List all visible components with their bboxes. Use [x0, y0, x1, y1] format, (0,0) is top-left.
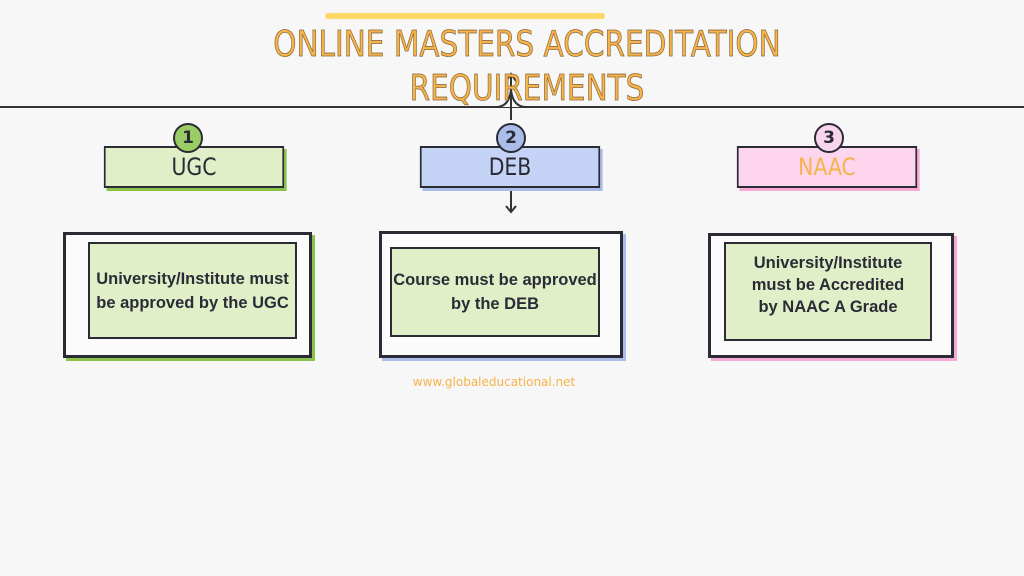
header-label: UGC — [171, 153, 217, 181]
header-label: DEB — [488, 153, 532, 181]
arrow-up-icon — [505, 72, 517, 82]
description-deb: Course must be approved by the DEB — [390, 247, 600, 337]
title-line-1: ONLINE MASTERS ACCREDITATION — [273, 24, 781, 66]
header-naac: NAAC — [736, 146, 918, 188]
title-line-2: REQUIREMENTS — [409, 68, 645, 110]
number-badge-3: 3 — [814, 123, 844, 153]
description-ugc: University/Institute must be approved by… — [88, 242, 297, 339]
title-highlight — [325, 13, 605, 19]
number-badge-1: 1 — [173, 123, 203, 153]
description-naac-text: University/Institute must be Accredited … — [751, 254, 905, 316]
header-label: NAAC — [798, 153, 856, 181]
arrow-down-icon — [505, 205, 517, 214]
website-url[interactable]: www.globaleducational.net — [412, 375, 576, 389]
number-badge-2: 2 — [496, 123, 526, 153]
header-ugc: UGC — [103, 146, 285, 188]
description-naac: University/Institute must be Accredited … — [724, 242, 932, 341]
